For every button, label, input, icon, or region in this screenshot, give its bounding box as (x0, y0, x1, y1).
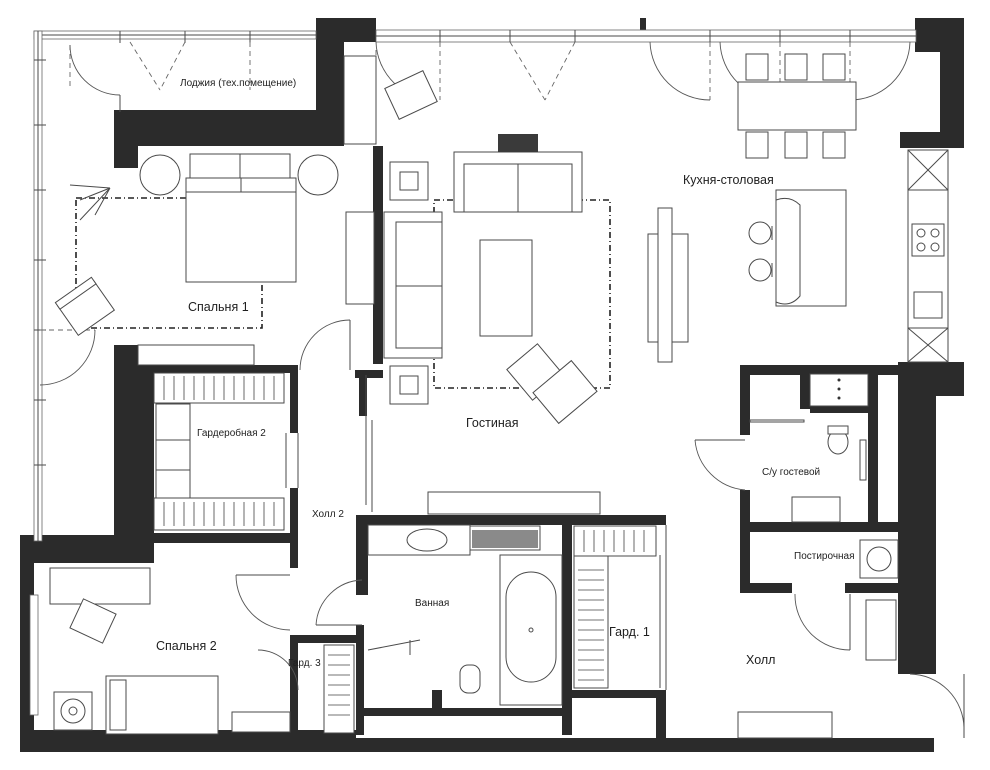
label-ward3: Гард. 3 (288, 658, 321, 669)
label-guest-wc: С/у гостевой (762, 467, 820, 478)
wc-furniture (749, 373, 899, 661)
label-kitchen: Кухня-столовая (683, 173, 774, 187)
label-bedroom1: Спальня 1 (188, 300, 249, 314)
bedroom1-furniture (54, 55, 377, 366)
label-hall2: Холл 2 (312, 509, 344, 520)
label-laundry: Постирочная (794, 551, 855, 562)
ward1-furniture (573, 525, 657, 689)
bedroom2-furniture (49, 567, 833, 739)
label-living: Гостиная (466, 416, 518, 430)
windows (29, 29, 917, 716)
bathroom-furniture (367, 524, 563, 706)
label-wardrobe2: Гардеробная 2 (197, 427, 266, 439)
label-hall: Холл (746, 653, 775, 667)
room-labels: Лоджия (тех.помещение) Спальня 1 Гардеро… (156, 78, 855, 669)
label-bathroom: Ванная (415, 598, 449, 609)
label-bedroom2: Спальня 2 (156, 639, 217, 653)
living-furniture (383, 70, 689, 515)
label-loggia: Лоджия (тех.помещение) (180, 78, 296, 89)
wardrobe2-furniture (153, 372, 285, 531)
label-ward1: Гард. 1 (609, 625, 650, 639)
kitchen-furniture (737, 53, 964, 363)
walls (20, 18, 964, 752)
